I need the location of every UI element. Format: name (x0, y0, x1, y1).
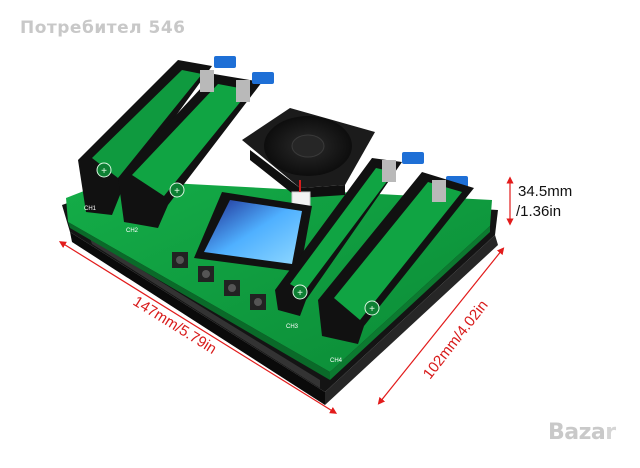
battery-holder-1: + (78, 60, 212, 215)
holder-1-plus-symbol: + (101, 166, 107, 177)
dimension-lines (58, 176, 514, 414)
height-label-mm: 34.5mm (518, 183, 572, 200)
cooling-fan (242, 108, 375, 209)
slot-label-ch2: CH2 (126, 228, 139, 234)
bazar-logo: Bazar (548, 420, 616, 445)
bazar-logo-text: Baza (548, 420, 606, 445)
slot-label-ch1: CH1 (84, 206, 97, 212)
battery-holder-2: + (118, 70, 262, 228)
holder-3-plus-symbol: + (297, 288, 303, 299)
watermark-text: Потребител 546 (20, 18, 186, 38)
slot-label-ch4: CH4 (330, 358, 343, 364)
slot-label-ch3: CH3 (286, 324, 299, 330)
length-dimension-line (58, 241, 338, 414)
holder-4-plus-symbol: + (369, 304, 375, 315)
height-label-in: /1.36in (516, 203, 561, 220)
bazar-logo-suffix: r (605, 420, 616, 445)
width-dimension-line (377, 247, 505, 405)
holder-2-plus-symbol: + (174, 186, 180, 197)
